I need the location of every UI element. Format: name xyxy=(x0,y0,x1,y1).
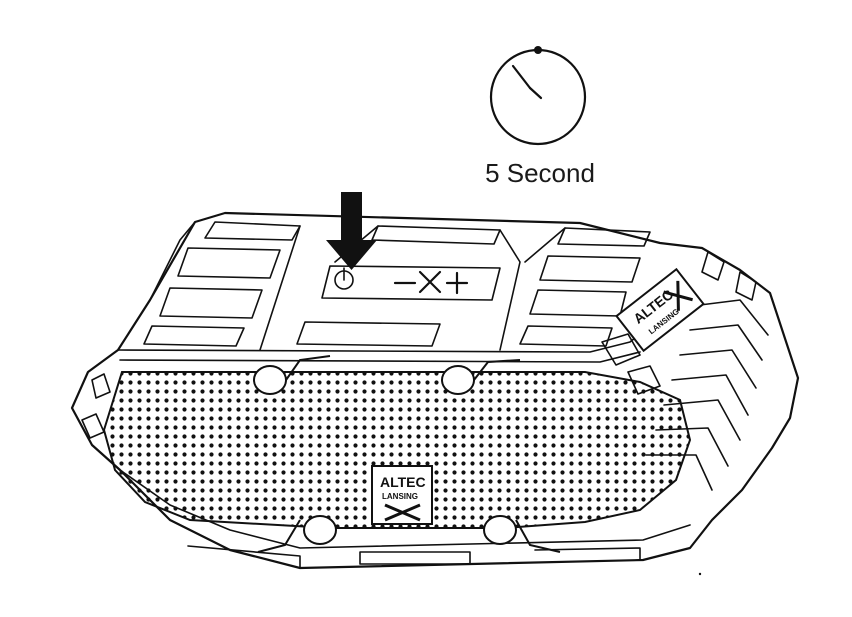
brand-top-front: ALTEC xyxy=(380,474,426,490)
timer-label: 5 Second xyxy=(485,158,595,188)
stopwatch-icon xyxy=(489,46,587,146)
brand-logo-front: ALTEC LANSING xyxy=(371,465,433,525)
mode-icon[interactable] xyxy=(418,270,442,294)
brand-bottom-front: LANSING xyxy=(382,492,418,501)
down-arrow-icon xyxy=(326,192,377,270)
volume-up-icon[interactable] xyxy=(445,271,469,295)
speaker-grille xyxy=(102,371,692,529)
bumper-posts xyxy=(253,355,561,553)
power-icon[interactable] xyxy=(334,267,354,290)
